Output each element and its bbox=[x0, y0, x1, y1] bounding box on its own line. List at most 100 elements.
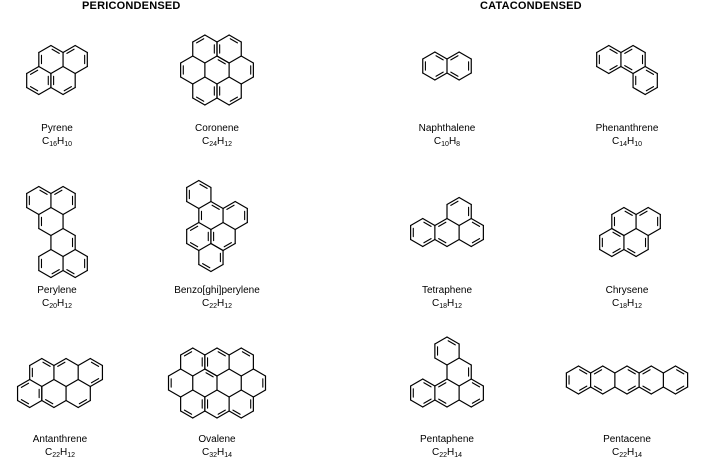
bond bbox=[228, 389, 242, 398]
bond bbox=[458, 72, 472, 81]
double-bond bbox=[447, 340, 456, 346]
formula-count: 22 bbox=[209, 303, 217, 310]
molecular-formula: C22H12 bbox=[0, 446, 120, 459]
bond bbox=[204, 76, 218, 85]
formula-element: H bbox=[447, 298, 455, 309]
bond bbox=[50, 227, 64, 237]
bond bbox=[458, 238, 472, 248]
double-bond bbox=[642, 369, 651, 375]
formula-count: 14 bbox=[634, 452, 643, 459]
bond bbox=[74, 269, 88, 279]
bond bbox=[62, 44, 76, 54]
double-bond bbox=[229, 96, 239, 102]
double-bond bbox=[90, 378, 100, 384]
double-bond bbox=[241, 351, 251, 357]
double-bond bbox=[66, 269, 75, 275]
formula-count: 10 bbox=[64, 141, 73, 148]
bond bbox=[599, 248, 613, 258]
formula-element: H bbox=[217, 136, 225, 147]
bond bbox=[38, 206, 52, 216]
double-bond bbox=[593, 369, 603, 375]
double-bond bbox=[189, 225, 199, 231]
tetraphene-structure bbox=[410, 196, 484, 248]
double-bond bbox=[579, 385, 588, 391]
bond bbox=[29, 357, 43, 367]
bond bbox=[204, 347, 218, 356]
bond bbox=[635, 248, 649, 258]
bond bbox=[50, 185, 64, 195]
formula-count: 8 bbox=[456, 141, 461, 148]
chrysene-structure bbox=[599, 206, 661, 258]
bond bbox=[626, 386, 640, 395]
molecule-name: Coronene bbox=[195, 123, 239, 134]
bond bbox=[216, 76, 230, 85]
formula-element: C bbox=[44, 447, 53, 458]
bond bbox=[204, 97, 218, 106]
double-bond bbox=[211, 204, 220, 210]
bond bbox=[234, 200, 248, 210]
formula-element: C bbox=[41, 298, 50, 309]
bond bbox=[50, 206, 64, 216]
molecule-name: Perylene bbox=[37, 285, 77, 296]
bond bbox=[662, 386, 677, 395]
molecule-name: Ovalene bbox=[198, 434, 236, 445]
double-bond bbox=[450, 71, 459, 77]
bond bbox=[458, 378, 472, 387]
molecular-formula: C24H12 bbox=[157, 135, 277, 148]
double-bond bbox=[217, 59, 226, 65]
formula-element: C bbox=[433, 136, 442, 147]
double-bond bbox=[450, 200, 459, 206]
molecule-name: Naphthalene bbox=[418, 123, 476, 134]
benzo-ghi-perylene-structure bbox=[186, 179, 248, 273]
bond bbox=[16, 399, 31, 409]
bond bbox=[74, 65, 88, 75]
double-bond bbox=[51, 48, 60, 54]
bond bbox=[180, 76, 194, 85]
molecular-formula: C18H12 bbox=[387, 297, 507, 310]
bond bbox=[89, 357, 104, 367]
bond bbox=[65, 378, 79, 388]
double-bond bbox=[205, 372, 214, 378]
bond bbox=[602, 365, 616, 374]
bond bbox=[446, 238, 460, 248]
bond bbox=[216, 368, 230, 377]
double-bond bbox=[223, 242, 232, 248]
double-bond bbox=[39, 189, 48, 195]
bond bbox=[65, 357, 79, 367]
molecule-name: Chrysene bbox=[605, 285, 649, 296]
bond bbox=[458, 399, 472, 408]
bond bbox=[89, 378, 104, 388]
double-bond bbox=[183, 409, 193, 415]
double-bond bbox=[627, 385, 636, 391]
bond bbox=[62, 86, 76, 96]
double-bond bbox=[645, 69, 655, 75]
bond bbox=[192, 76, 206, 85]
bond bbox=[446, 336, 460, 345]
bond bbox=[16, 378, 31, 388]
bond bbox=[611, 206, 625, 216]
bond bbox=[410, 217, 424, 227]
molecular-formula: C22H12 bbox=[157, 297, 277, 310]
bond bbox=[29, 378, 43, 388]
double-bond bbox=[423, 382, 432, 388]
bond bbox=[608, 65, 622, 75]
double-bond bbox=[78, 399, 88, 405]
formula-element: H bbox=[627, 136, 635, 147]
double-bond bbox=[226, 204, 235, 210]
double-bond bbox=[29, 86, 39, 92]
molecular-formula: C18H12 bbox=[567, 297, 687, 310]
bond bbox=[446, 399, 460, 408]
bond bbox=[210, 200, 224, 210]
bond bbox=[434, 378, 448, 387]
bond bbox=[204, 368, 218, 377]
molecule-name: Pentacene bbox=[603, 434, 651, 445]
bond bbox=[77, 399, 91, 409]
formula-element: H bbox=[60, 447, 68, 458]
bond bbox=[240, 410, 254, 419]
double-bond bbox=[609, 48, 618, 54]
bond bbox=[623, 206, 637, 216]
bond bbox=[53, 357, 67, 367]
formula-count: 18 bbox=[619, 303, 627, 310]
